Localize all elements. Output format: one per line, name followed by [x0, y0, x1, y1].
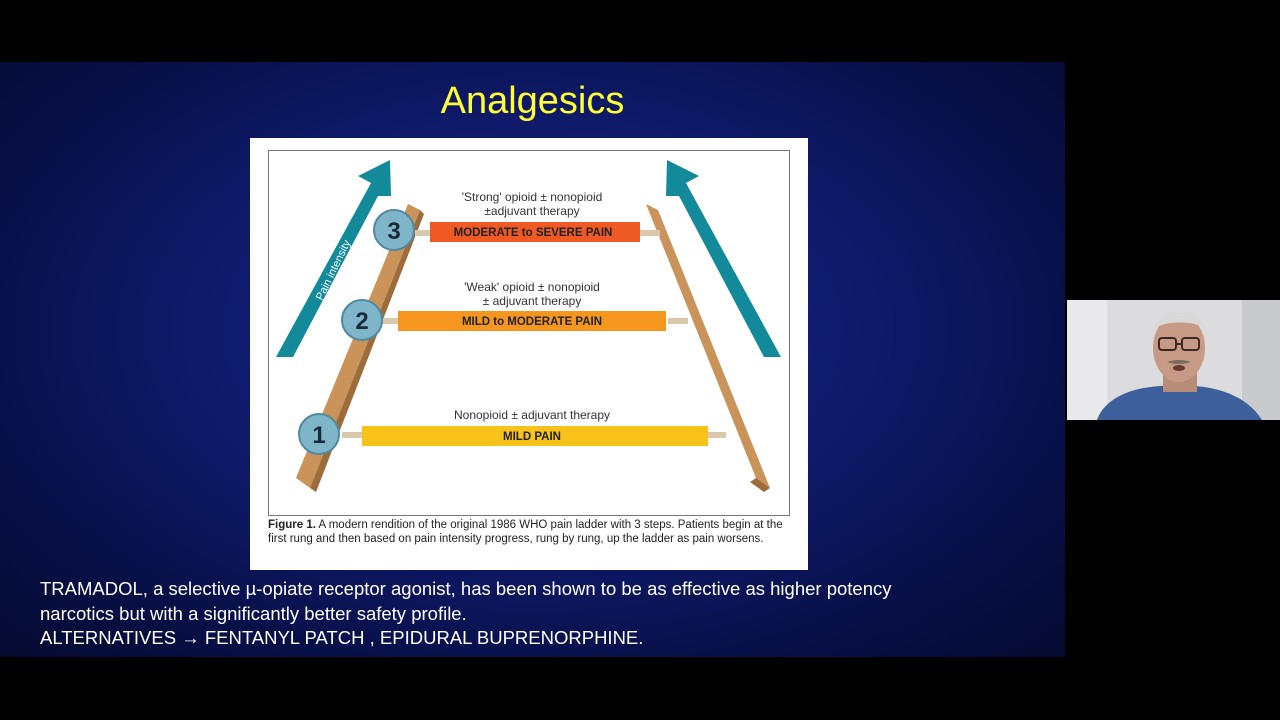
step-2-therapy-line1: 'Weak' opioid ± nonopioid [464, 280, 600, 294]
pain-ladder-diagram: Pain intensity MODERATE to SEVERE PAIN M… [276, 160, 781, 492]
ladder-rail-right [646, 204, 770, 488]
rung-2-label: MILD to MODERATE PAIN [462, 316, 602, 328]
presenter-head [1153, 314, 1205, 382]
rung-3 [430, 222, 640, 242]
step-1-therapy-line1: Nonopioid ± adjuvant therapy [454, 408, 610, 422]
step-1-number: 1 [312, 422, 325, 449]
step-2-therapy-line2: ± adjuvant therapy [483, 294, 582, 308]
presenter-video-frame [1067, 300, 1280, 420]
step-2-number: 2 [355, 308, 368, 335]
notes-line-1: TRAMADOL, a selective µ-opiate receptor … [40, 578, 892, 599]
presenter-webcam [1067, 300, 1280, 420]
step-3-circle [373, 209, 415, 251]
notes-line-3: ALTERNATIVES → FENTANYL PATCH , EPIDURAL… [40, 627, 644, 648]
rung-1-label: MILD PAIN [503, 431, 561, 443]
step-1-circle [298, 413, 340, 455]
slide-notes: TRAMADOL, a selective µ-opiate receptor … [40, 577, 1040, 651]
axis-label: Pain intensity [314, 238, 354, 303]
figure-caption: Figure 1. A modern rendition of the orig… [268, 518, 788, 546]
notes-line-2: narcotics but with a significantly bette… [40, 602, 467, 624]
pain-intensity-arrow-right [666, 160, 781, 357]
step-2-circle [341, 299, 383, 341]
slide-title: Analgesics [440, 80, 625, 122]
rung-1 [362, 426, 708, 446]
step-3-therapy-line2: ±adjuvant therapy [484, 204, 579, 218]
who-pain-ladder-figure: Pain intensity MODERATE to SEVERE PAIN M… [250, 138, 808, 570]
step-3-number: 3 [387, 218, 400, 245]
figure-caption-label: Figure 1. [268, 519, 316, 531]
figure-caption-text: A modern rendition of the original 1986 … [268, 519, 783, 545]
figure-frame [268, 150, 790, 516]
pain-intensity-arrow-left [276, 160, 391, 357]
step-3-therapy-line1: 'Strong' opioid ± nonopioid [462, 190, 603, 204]
rung-2 [398, 311, 666, 331]
presenter-body [1097, 385, 1262, 420]
rung-3-label: MODERATE to SEVERE PAIN [454, 227, 613, 239]
